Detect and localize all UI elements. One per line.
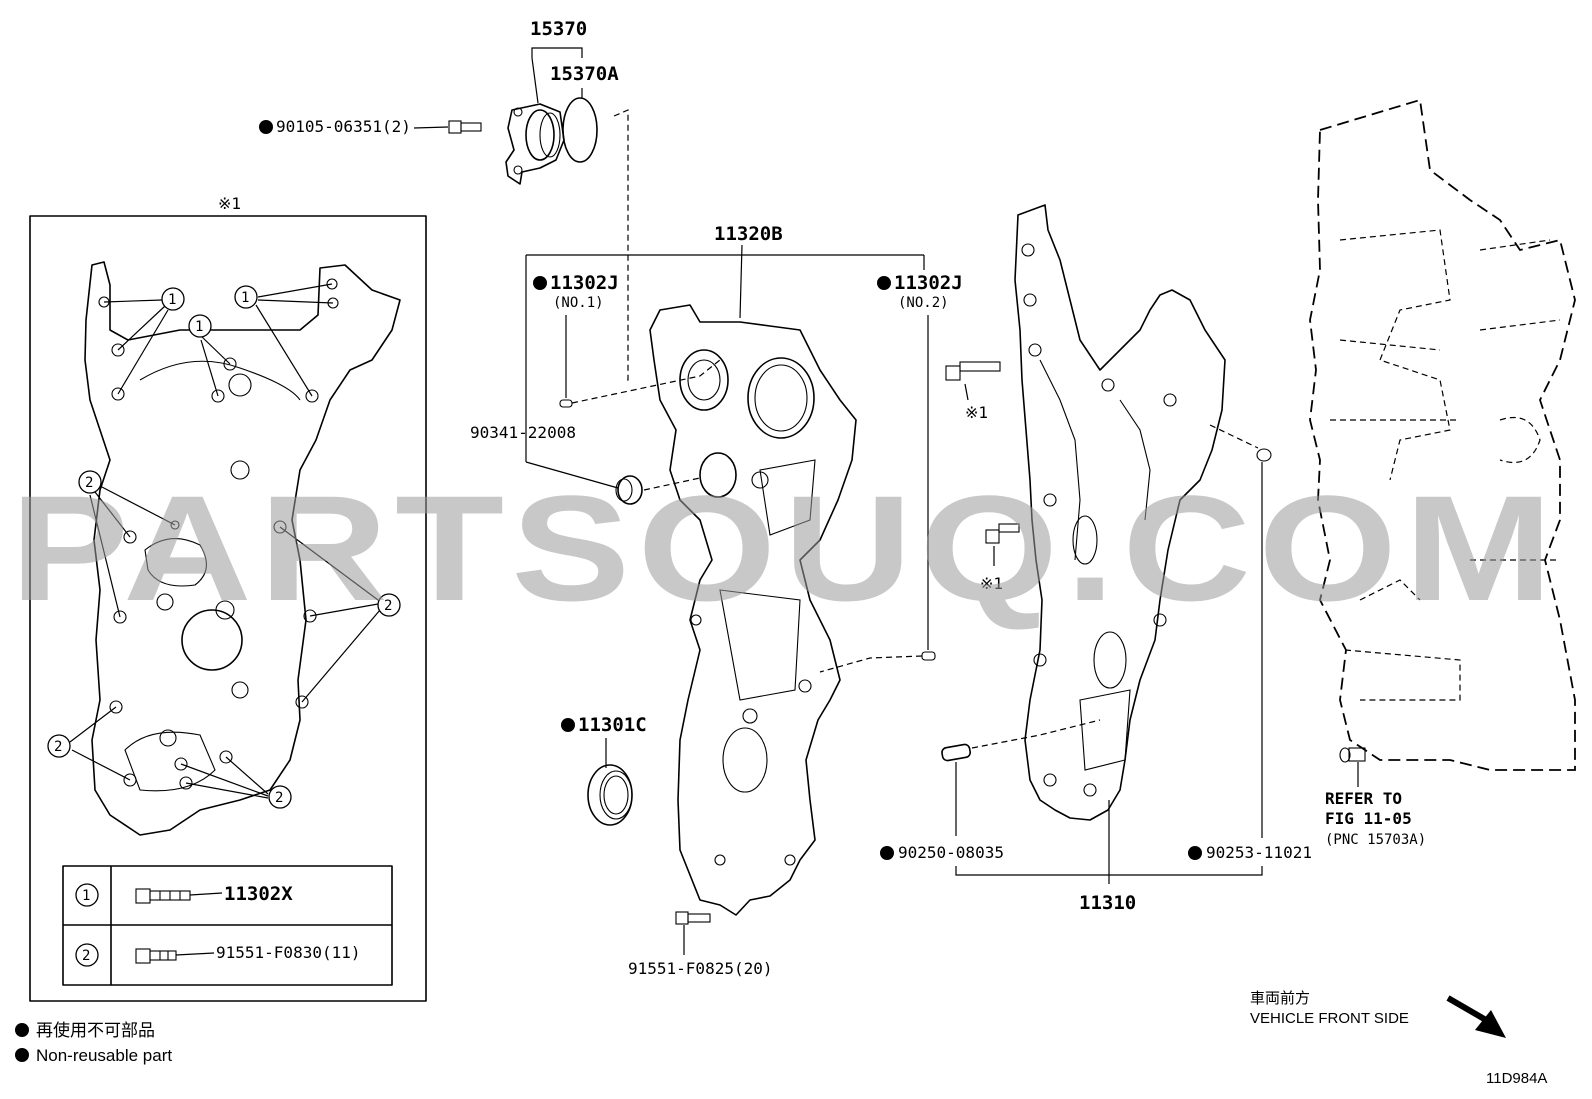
watermark-text: PARTSOUQ.COM — [10, 464, 1560, 632]
dowel-pin — [559, 399, 573, 408]
bolt-icon — [135, 948, 177, 964]
inset-rib — [139, 360, 301, 401]
knock-pin — [941, 743, 972, 762]
callout-90253-11021[interactable]: 90253-11021 — [1206, 843, 1312, 862]
inset-hole — [230, 460, 250, 480]
inset-hole — [228, 373, 252, 397]
callout-11302J-no1[interactable]: 11302J — [550, 272, 619, 294]
group-11310: ※1 ※1 90250-08035 — [880, 204, 1312, 914]
diagram-code: 11D984A — [1486, 1070, 1547, 1087]
bolt-icon — [945, 361, 1001, 381]
inset-marker-2: 2 — [78, 470, 102, 494]
bolt-icon — [985, 523, 1020, 544]
non-reusable-dot — [259, 120, 273, 134]
inset-marker-1: 1 — [234, 285, 258, 309]
refer-note-line3: (PNC 15703A) — [1325, 832, 1426, 848]
inset-cover-outline — [84, 261, 401, 836]
leader-15370-bracket — [531, 47, 583, 58]
callout-15370[interactable]: 15370 — [530, 18, 587, 40]
callout-90250-08035[interactable]: 90250-08035 — [898, 843, 1004, 862]
guide-dash — [819, 655, 923, 673]
pin — [1256, 448, 1272, 462]
guide-dash — [613, 109, 629, 381]
guide-dash — [571, 359, 721, 404]
inset-legend-table: 1 11302X 2 91551-F0830(11) — [62, 865, 393, 986]
direction-arrow-icon — [1446, 995, 1506, 1038]
callout-90105-06351[interactable]: 90105-06351(2) — [276, 117, 411, 136]
inset-marker-2: 2 — [47, 734, 71, 758]
group-15370: 15370 15370A — [505, 18, 629, 381]
inset-marker-leaders — [69, 283, 381, 799]
inset-marker-1: 1 — [188, 314, 212, 338]
o-ring — [562, 97, 598, 163]
refer-note-line1: REFER TO — [1325, 789, 1402, 808]
svg-text:1: 1 — [195, 319, 203, 335]
legend-row-2: 2 91551-F0830(11) — [75, 943, 361, 967]
inset-hole — [156, 593, 174, 611]
callout-15370A[interactable]: 15370A — [550, 63, 619, 85]
svg-text:2: 2 — [82, 948, 90, 964]
callout-11302J-no1-sub: (NO.1) — [553, 295, 604, 311]
engine-block-phantom — [1309, 98, 1576, 771]
inset-pocket — [144, 538, 207, 587]
group-11320B: 11320B 11302J (NO.1) 11302J (NO.2) 90341… — [470, 223, 963, 916]
group-91551-F0825: 91551-F0825(20) — [628, 911, 773, 978]
plug — [615, 475, 643, 505]
direction-label-en: VEHICLE FRONT SIDE — [1250, 1010, 1409, 1027]
callout-11310[interactable]: 11310 — [1079, 892, 1136, 914]
inset-marker-1: 1 — [161, 287, 185, 311]
inset-marker-2: 2 — [377, 593, 401, 617]
refer-fitting — [1339, 747, 1366, 787]
inset-panel: ※1 — [29, 194, 427, 1002]
oil-seal — [587, 764, 633, 826]
inset-hole — [159, 729, 177, 747]
callout-ref-note-2: ※1 — [980, 574, 1003, 593]
legend-part-91551-F0830[interactable]: 91551-F0830(11) — [216, 943, 361, 962]
guide-dash — [1209, 424, 1259, 449]
svg-text:1: 1 — [241, 290, 249, 306]
callout-11320B[interactable]: 11320B — [714, 223, 783, 245]
bolt-icon — [135, 888, 191, 904]
callout-11302J-no2-sub: (NO.2) — [898, 295, 949, 311]
callout-90341-22008[interactable]: 90341-22008 — [470, 423, 576, 442]
dowel-pin — [921, 651, 936, 661]
svg-text:1: 1 — [168, 292, 176, 308]
timing-cover-11320B — [649, 304, 857, 916]
non-reusable-note-jp: 再使用不可部品 — [36, 1020, 155, 1040]
bolt-icon — [448, 120, 482, 134]
bearing-housing — [505, 103, 565, 185]
svg-text:1: 1 — [82, 888, 90, 904]
inset-hole — [231, 681, 249, 699]
callout-11302J-no2[interactable]: 11302J — [894, 272, 963, 294]
legend-row-1: 1 11302X — [75, 883, 293, 907]
callout-ref-note-1: ※1 — [965, 403, 988, 422]
callout-91551-F0825[interactable]: 91551-F0825(20) — [628, 959, 773, 978]
inset-big-hole — [181, 609, 243, 671]
non-reusable-note-en: Non-reusable part — [36, 1046, 172, 1065]
svg-text:2: 2 — [384, 598, 392, 614]
callout-11301C[interactable]: 11301C — [578, 714, 647, 736]
inset-marker-2: 2 — [268, 785, 292, 809]
bolt-icon — [675, 911, 711, 925]
timing-cover-11310 — [1014, 204, 1226, 821]
refer-note-line2[interactable]: FIG 11-05 — [1325, 809, 1412, 828]
group-90105: 90105-06351(2) — [259, 117, 482, 136]
svg-text:2: 2 — [85, 475, 93, 491]
svg-text:2: 2 — [54, 739, 62, 755]
inset-pocket — [124, 731, 216, 792]
inset-hole — [215, 600, 235, 620]
direction-label-jp: 車両前方 — [1250, 990, 1310, 1007]
group-11301C: 11301C — [561, 714, 647, 826]
legend-part-11302X[interactable]: 11302X — [224, 883, 293, 905]
guide-dash — [971, 719, 1101, 749]
inset-title: ※1 — [218, 194, 241, 213]
svg-text:2: 2 — [275, 790, 283, 806]
inset-frame — [29, 215, 427, 1002]
